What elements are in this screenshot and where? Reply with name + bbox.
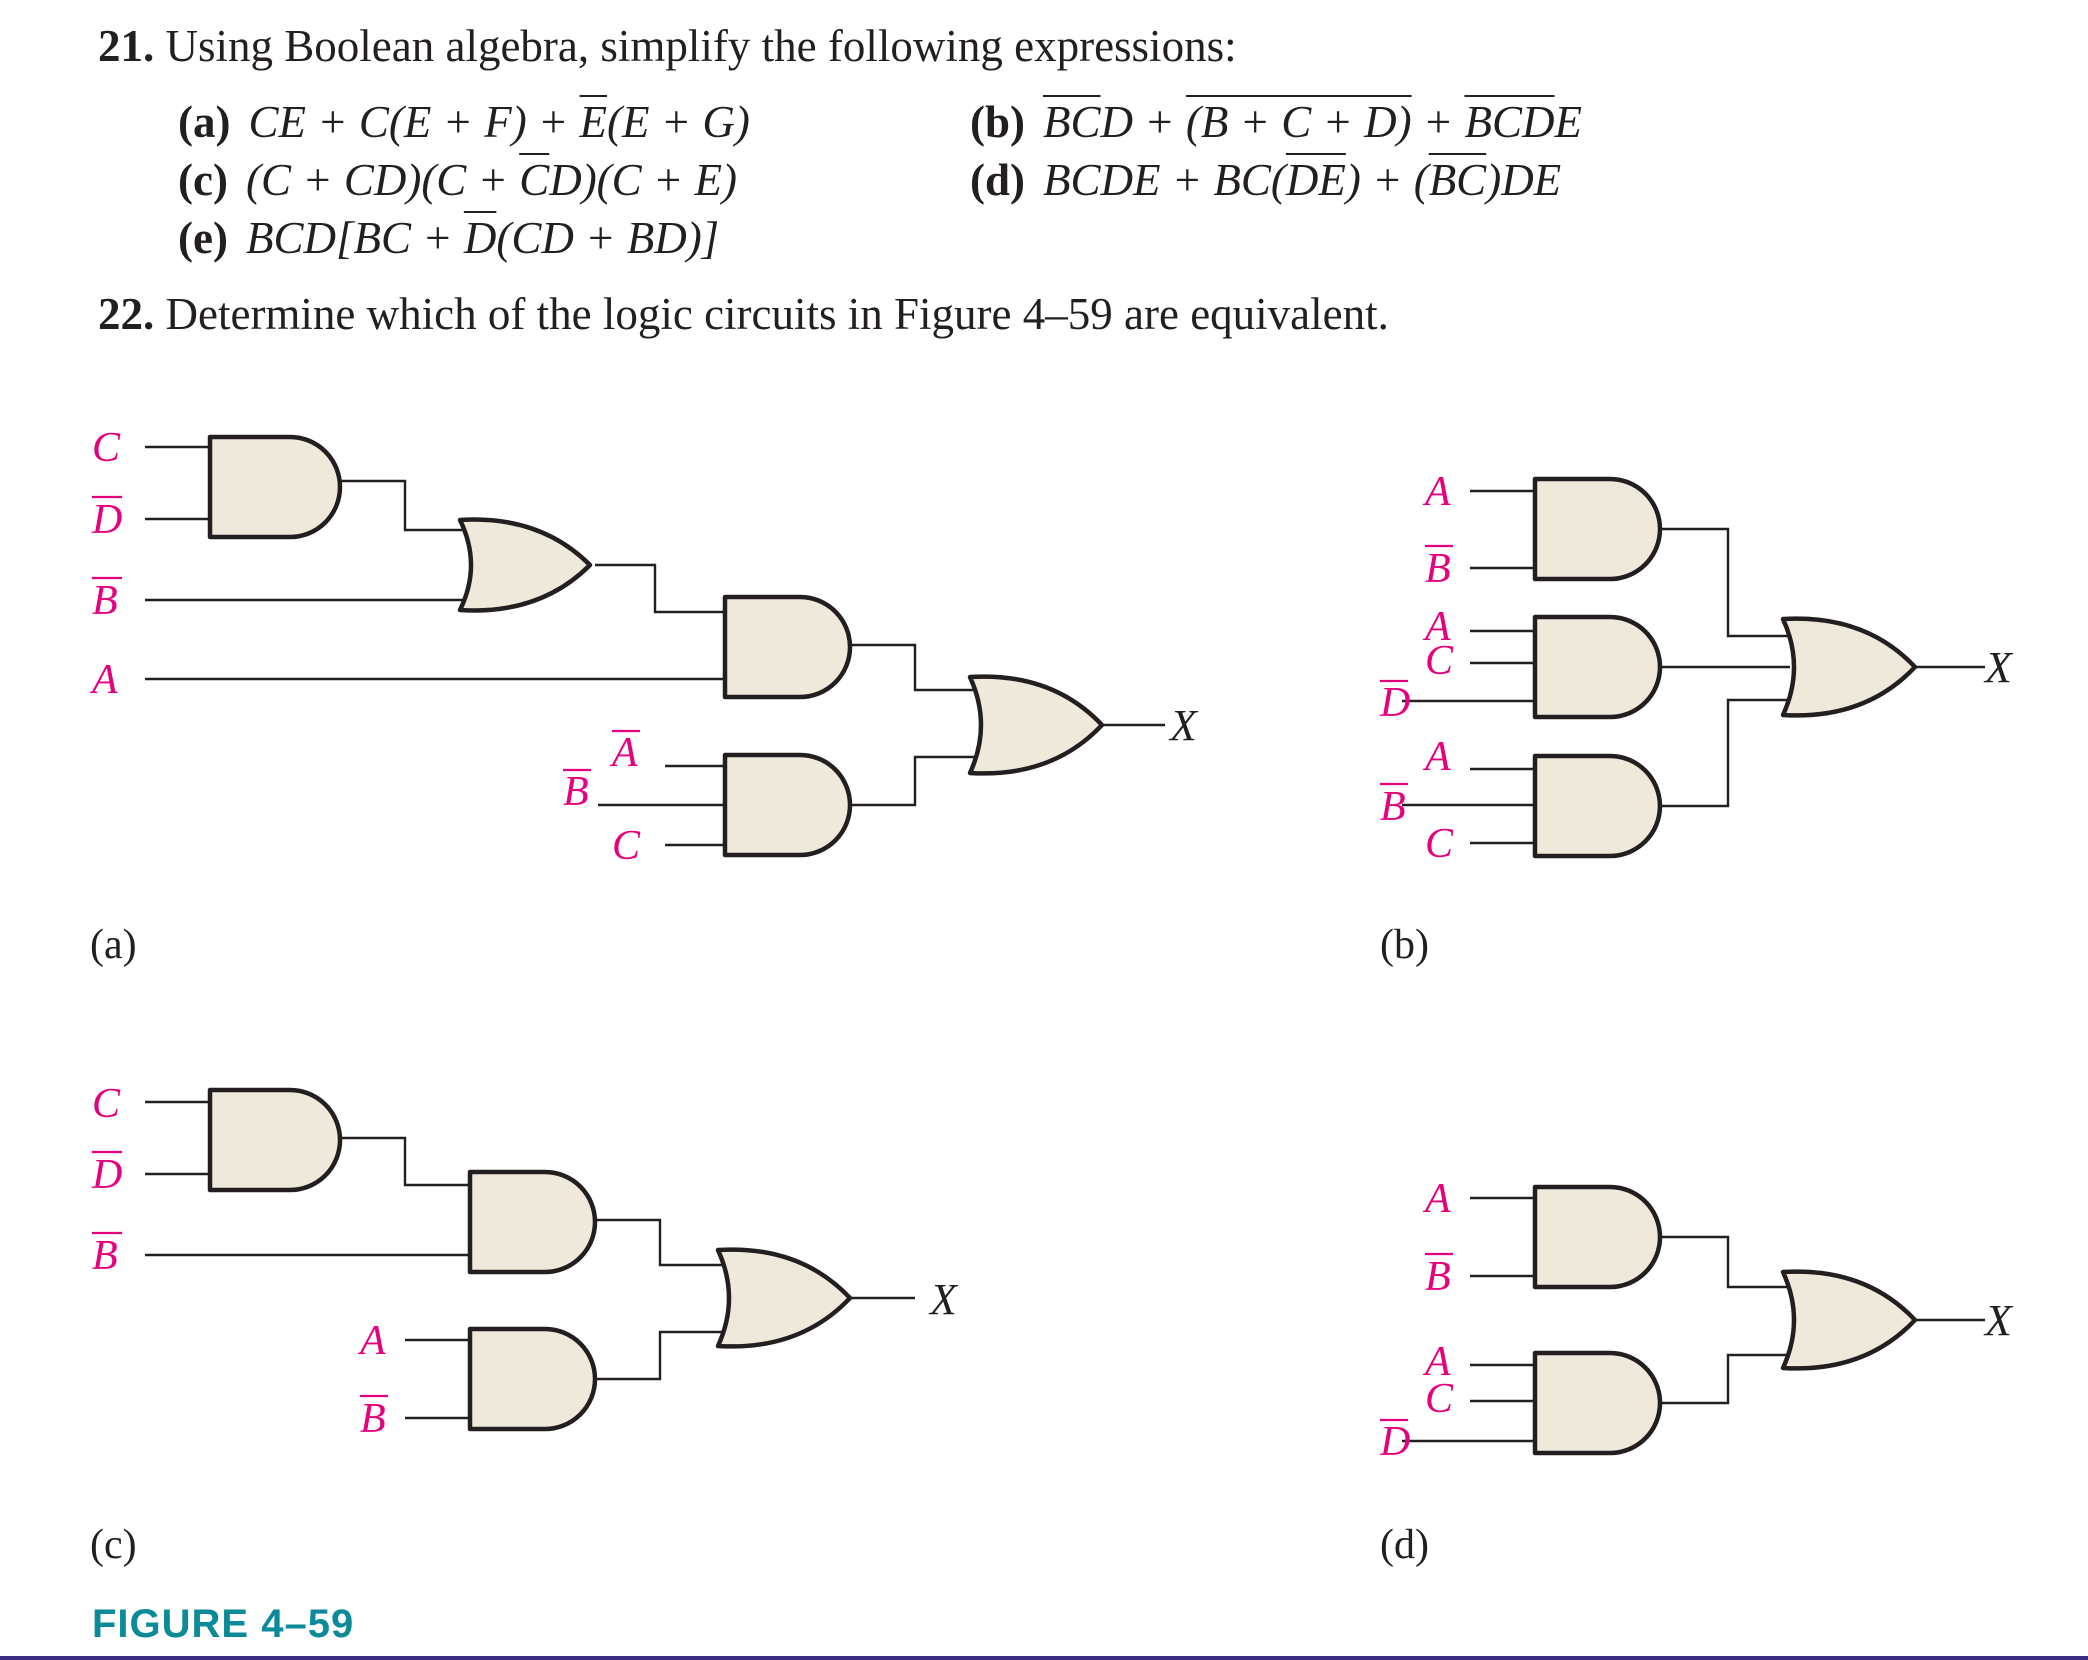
input-label: D	[91, 497, 122, 543]
wire	[1660, 698, 1790, 808]
expression-e-formula: BCD[BC + D(CD + BD)]	[245, 213, 720, 263]
and-gate	[1532, 614, 1663, 720]
or-gate	[715, 1247, 853, 1349]
input-label: A	[1422, 1339, 1451, 1385]
and-gate	[207, 434, 343, 540]
input-label: A	[357, 1318, 386, 1364]
input-label: C	[1425, 1376, 1454, 1422]
expression-b-label: (b)	[970, 97, 1025, 147]
expression-e: (e) BCD[BC + D(CD + BD)]	[178, 216, 719, 261]
input-label: B	[92, 1233, 118, 1279]
input-label: A	[89, 657, 118, 703]
and-gate	[722, 594, 853, 700]
output-label: X	[1983, 643, 2014, 692]
expression-a-formula: CE + C(E + F) + E(E + G)	[248, 97, 750, 147]
wire	[1660, 1353, 1790, 1405]
and-gate	[1532, 476, 1663, 582]
input-label: B	[92, 578, 118, 624]
problem-22: 22. Determine which of the logic circuit…	[98, 292, 1389, 337]
input-label: C	[1425, 638, 1454, 684]
problem-21-text: Using Boolean algebra, simplify the foll…	[165, 21, 1237, 71]
expression-e-label: (e)	[178, 213, 228, 263]
circuit-d: A B A C D X (d)	[1379, 1176, 2014, 1568]
circuit-label: (a)	[90, 922, 137, 968]
wire	[595, 563, 725, 614]
input-label: D	[1379, 680, 1410, 726]
input-label: A	[609, 730, 638, 776]
input-label: C	[92, 1081, 121, 1127]
wire	[1660, 527, 1790, 638]
and-gate	[1532, 753, 1663, 859]
wire	[1660, 1235, 1790, 1289]
expression-c: (c) (C + CD)(C + CD)(C + E)	[178, 158, 737, 203]
input-label: A	[1422, 1176, 1451, 1222]
output-label: X	[1983, 1296, 2014, 1345]
expression-d-label: (d)	[970, 155, 1025, 205]
input-label: D	[91, 1152, 122, 1198]
circuit-b: A B A C D A B C X (b)	[1379, 469, 2014, 968]
or-gate	[967, 674, 1105, 776]
wire	[850, 643, 980, 692]
output-label: X	[928, 1275, 959, 1324]
input-label: A	[1422, 469, 1451, 515]
input-label: B	[360, 1396, 386, 1442]
problem-21-number: 21.	[98, 21, 155, 71]
expression-d-formula: BCDE + BC(DE) + (BC)DE	[1043, 155, 1562, 205]
and-gate	[207, 1087, 343, 1193]
expression-b: (b) BCD + (B + C + D) + BCDE	[970, 100, 1582, 145]
figure-caption: FIGURE 4–59	[92, 1602, 355, 1646]
and-gate	[1532, 1350, 1663, 1456]
or-gate	[1780, 616, 1918, 718]
problem-21: 21. Using Boolean algebra, simplify the …	[98, 24, 1237, 69]
expression-c-formula: (C + CD)(C + CD)(C + E)	[245, 155, 738, 205]
and-gate	[722, 752, 853, 858]
expression-a-label: (a)	[178, 97, 231, 147]
input-label: C	[92, 425, 121, 471]
circuit-label: (d)	[1380, 1522, 1429, 1568]
wire	[595, 1330, 725, 1381]
circuit-label: (c)	[90, 1522, 137, 1568]
and-gate	[467, 1169, 598, 1275]
expression-b-formula: BCD + (B + C + D) + BCDE	[1043, 97, 1582, 147]
circuit-label: (b)	[1380, 922, 1429, 968]
problem-22-text: Determine which of the logic circuits in…	[165, 289, 1389, 339]
input-label: A	[1422, 604, 1451, 650]
problem-22-number: 22.	[98, 289, 155, 339]
circuit-c: C D B A B X (c)	[90, 1081, 959, 1568]
wire	[595, 1218, 725, 1267]
input-label: D	[1379, 1419, 1410, 1465]
input-label: C	[612, 823, 641, 869]
circuit-a: C D B A A B C X (a)	[89, 425, 1199, 968]
input-label: B	[563, 769, 589, 815]
input-label: C	[1425, 821, 1454, 867]
wire	[340, 1136, 470, 1187]
input-label: B	[1380, 784, 1406, 830]
input-label: A	[1422, 734, 1451, 780]
or-gate	[457, 517, 593, 613]
and-gate	[1532, 1184, 1663, 1290]
bottom-rule	[0, 1656, 2088, 1660]
or-gate	[1780, 1269, 1918, 1371]
and-gate	[467, 1326, 598, 1432]
output-label: X	[1168, 701, 1199, 750]
input-label: B	[1425, 1254, 1451, 1300]
wire	[850, 755, 980, 807]
expression-d: (d) BCDE + BC(DE) + (BC)DE	[970, 158, 1561, 203]
problem-text: 21. Using Boolean algebra, simplify the …	[0, 0, 2088, 360]
expression-c-label: (c)	[178, 155, 228, 205]
input-label: B	[1425, 546, 1451, 592]
expression-a: (a) CE + C(E + F) + E(E + G)	[178, 100, 750, 145]
wire	[340, 479, 470, 532]
